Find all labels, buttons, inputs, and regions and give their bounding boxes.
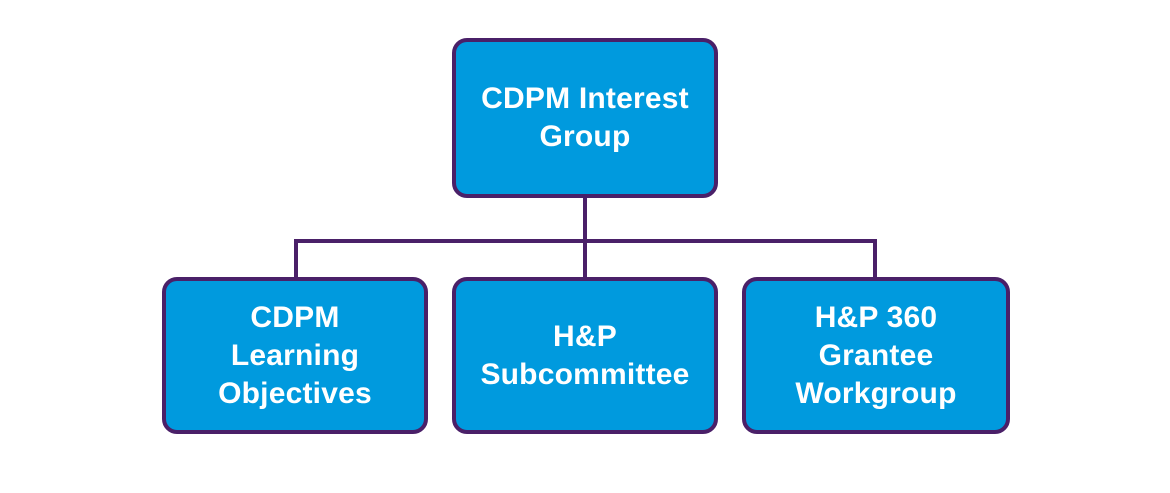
connector-root-stem <box>583 196 587 243</box>
node-cdpm-learning-objectives[interactable]: CDPM Learning Objectives <box>162 277 428 434</box>
node-label-cdpm-learning-objectives: CDPM Learning Objectives <box>218 300 372 410</box>
connector-drop-child-2 <box>583 239 587 279</box>
node-label-hp-subcommittee: H&P Subcommittee <box>480 319 690 391</box>
node-hp-subcommittee[interactable]: H&P Subcommittee <box>452 277 718 434</box>
node-label-hp-360-grantee-workgroup: H&P 360 Grantee Workgroup <box>795 300 957 410</box>
node-hp-360-grantee-workgroup[interactable]: H&P 360 Grantee Workgroup <box>742 277 1010 434</box>
connector-drop-child-1 <box>294 239 298 279</box>
node-cdpm-interest-group[interactable]: CDPM Interest Group <box>452 38 718 198</box>
connector-drop-child-3 <box>873 239 877 279</box>
node-label-cdpm-interest-group: CDPM Interest Group <box>481 82 689 153</box>
